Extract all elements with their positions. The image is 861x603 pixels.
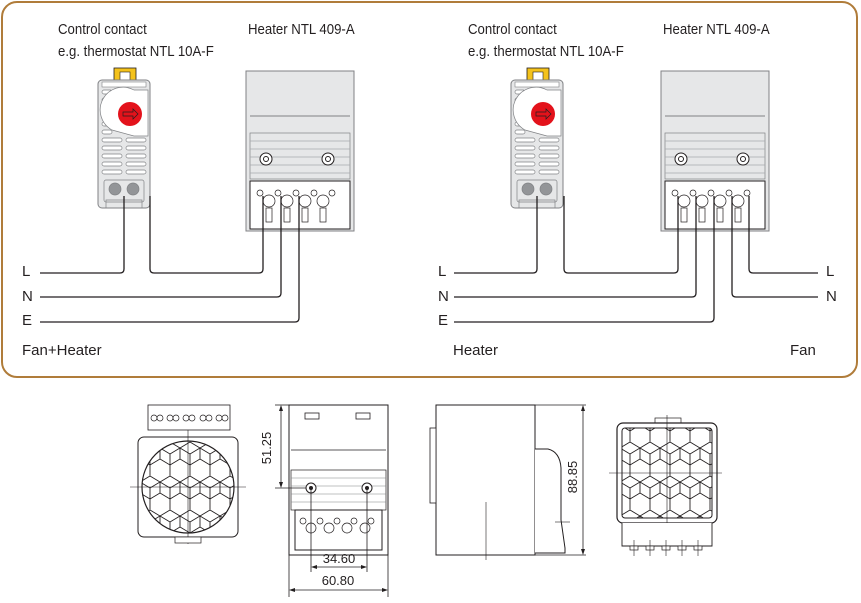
caption-fan: Fan xyxy=(790,342,816,359)
thermostat-model-label-left: e.g. thermostat NTL 10A-F xyxy=(58,43,214,60)
dimension-height-upper: 51.25 xyxy=(259,432,274,465)
wiring-diagram-panel xyxy=(1,1,858,378)
wires-right xyxy=(454,196,818,323)
dimension-height-total: 88.85 xyxy=(565,461,580,494)
terminal-L-right: L xyxy=(438,263,447,280)
control-contact-label-right: Control contact xyxy=(468,21,557,38)
thermostat-right xyxy=(510,67,564,209)
heater-dimension-view: 51.25 34.60 60.80 xyxy=(259,404,389,597)
terminal-E-left: E xyxy=(22,312,33,329)
heater-left xyxy=(245,70,355,232)
dimension-mount-spacing: 34.60 xyxy=(323,551,356,566)
heater-model-label-left: Heater NTL 409-A xyxy=(248,21,355,38)
wires-left xyxy=(40,196,300,323)
terminal-N-right: N xyxy=(438,288,449,305)
fan-terminal-N: N xyxy=(826,288,837,305)
fan-terminal-L: L xyxy=(826,263,835,280)
control-contact-label-left: Control contact xyxy=(58,21,147,38)
heater-right xyxy=(660,70,770,232)
thermostat-left xyxy=(97,67,151,209)
rear-view-fan xyxy=(609,415,722,556)
terminal-N-left: N xyxy=(22,288,33,305)
thermostat-model-label-right: e.g. thermostat NTL 10A-F xyxy=(468,43,624,60)
terminal-E-right: E xyxy=(438,312,449,329)
caption-heater: Heater xyxy=(453,342,499,359)
front-view-fan xyxy=(130,404,246,544)
caption-fan-heater: Fan+Heater xyxy=(22,342,102,359)
heater-model-label-right: Heater NTL 409-A xyxy=(663,21,770,38)
terminal-L-left: L xyxy=(22,263,31,280)
side-profile-view: 88.85 xyxy=(429,404,586,560)
dimension-width: 60.80 xyxy=(322,573,355,588)
